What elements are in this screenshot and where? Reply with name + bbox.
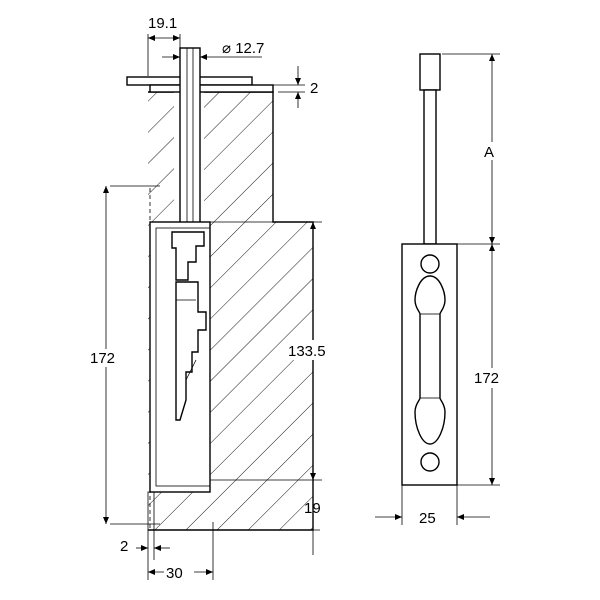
dim-bottom-width-label: 30 [166, 565, 183, 582]
dim-side-height-label: 172 [474, 370, 499, 387]
side-view [401, 53, 458, 486]
dim-side-width: 25 [375, 485, 490, 527]
dim-side-variable-label: A [484, 144, 494, 161]
dim-stroke-length-label: 133.5 [288, 343, 326, 360]
dim-bottom-offset-label: 19 [304, 500, 321, 517]
dim-bottom-width: 30 [148, 522, 214, 582]
dim-left-height: 172 [86, 186, 126, 524]
dim-plate-thickness-label: 2 [310, 80, 318, 97]
dim-plate-thickness: 2 [255, 66, 318, 108]
dim-diameter: ⌀ 12.7 [162, 40, 264, 60]
dim-left-height-label: 172 [90, 350, 115, 367]
dim-diameter-label: ⌀ 12.7 [222, 40, 264, 57]
dim-top-width-label: 19.1 [148, 15, 177, 32]
bolt-housing [149, 221, 211, 493]
dim-bottom-gap: 2 [120, 530, 170, 580]
dim-side-width-label: 25 [419, 510, 436, 527]
side-rod [423, 89, 437, 245]
bolt-rod [179, 47, 201, 224]
dim-side-variable: A [442, 53, 502, 245]
dim-top-width: 19.1 [147, 15, 181, 76]
dim-bottom-gap-label: 2 [120, 538, 128, 555]
side-rod-tip [419, 53, 441, 91]
dim-side-height: 172 [457, 244, 506, 486]
dim-bottom-offset: 19 [222, 480, 321, 555]
section-view [110, 47, 314, 531]
dim-stroke-length: 133.5 [210, 221, 338, 481]
